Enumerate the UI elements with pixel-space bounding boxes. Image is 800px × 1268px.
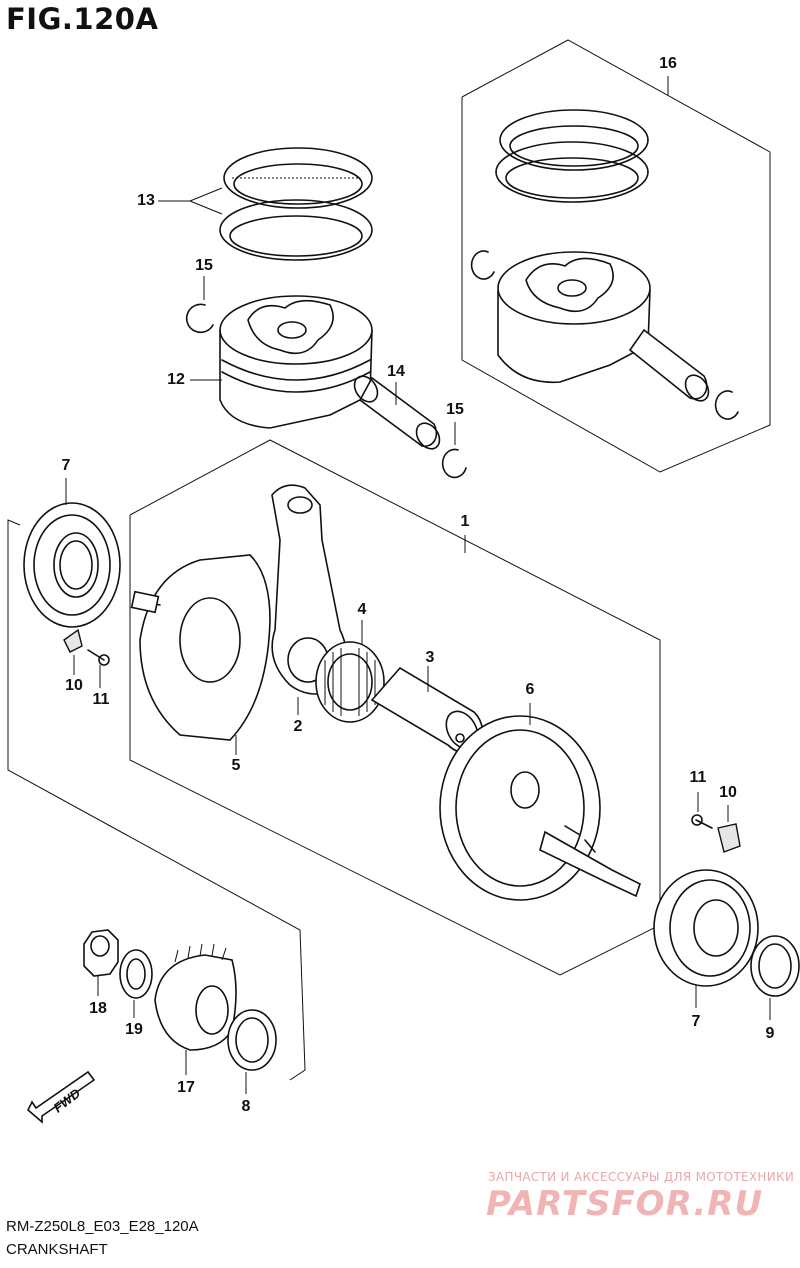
oil-seal-left	[227, 1009, 277, 1071]
circlip-top	[185, 303, 214, 334]
callout-15: 15	[446, 401, 464, 418]
callout-4: 4	[357, 601, 367, 618]
callout-10: 10	[65, 677, 83, 694]
callout-9: 9	[765, 1025, 775, 1042]
piston-pin	[353, 375, 441, 450]
callout-19: 19	[125, 1021, 143, 1038]
piston-rings	[219, 147, 373, 261]
figure-code: RM-Z250L8_E03_E28_120A	[6, 1218, 199, 1235]
oil-seal-right	[750, 935, 800, 997]
watermark-tagline: ЗАПЧАСТИ И АКСЕССУАРЫ ДЛЯ МОТОТЕХНИКИ	[488, 1170, 795, 1184]
washer	[119, 949, 153, 999]
callout-11: 11	[689, 769, 707, 786]
callout-6: 6	[525, 681, 535, 698]
needle-bearing	[315, 641, 385, 723]
forward-arrow	[27, 1070, 96, 1124]
callout-18: 18	[89, 1000, 107, 1017]
callout-13: 13	[137, 192, 155, 209]
callout-2: 2	[293, 718, 303, 735]
callout-8: 8	[241, 1098, 251, 1115]
crank-half-left	[130, 554, 271, 741]
callout-12: 12	[167, 371, 185, 388]
callout-5: 5	[231, 757, 241, 774]
callout-17: 17	[177, 1079, 195, 1096]
callout-11: 11	[92, 691, 110, 708]
left-bearing	[23, 502, 121, 628]
figure-title: FIG.120A	[6, 2, 159, 36]
right-bearing	[653, 869, 759, 987]
piston	[219, 295, 373, 429]
crank-half-right	[439, 715, 641, 901]
piston-kit-box	[461, 39, 771, 473]
callout-1: 1	[460, 513, 470, 530]
callout-3: 3	[425, 649, 435, 666]
callout-7: 7	[61, 457, 71, 474]
callout-14: 14	[387, 363, 405, 380]
callout-16: 16	[659, 55, 677, 72]
figure-caption: CRANKSHAFT	[6, 1241, 108, 1258]
callout-15: 15	[195, 257, 213, 274]
primary-gear	[154, 943, 237, 1051]
callout-7: 7	[691, 1013, 701, 1030]
nut	[83, 929, 119, 977]
bearing-group-box	[7, 519, 306, 1081]
watermark-brand: PARTSFOR.RU	[486, 1184, 764, 1224]
piston-kit	[470, 109, 739, 420]
callout-10: 10	[719, 784, 737, 801]
